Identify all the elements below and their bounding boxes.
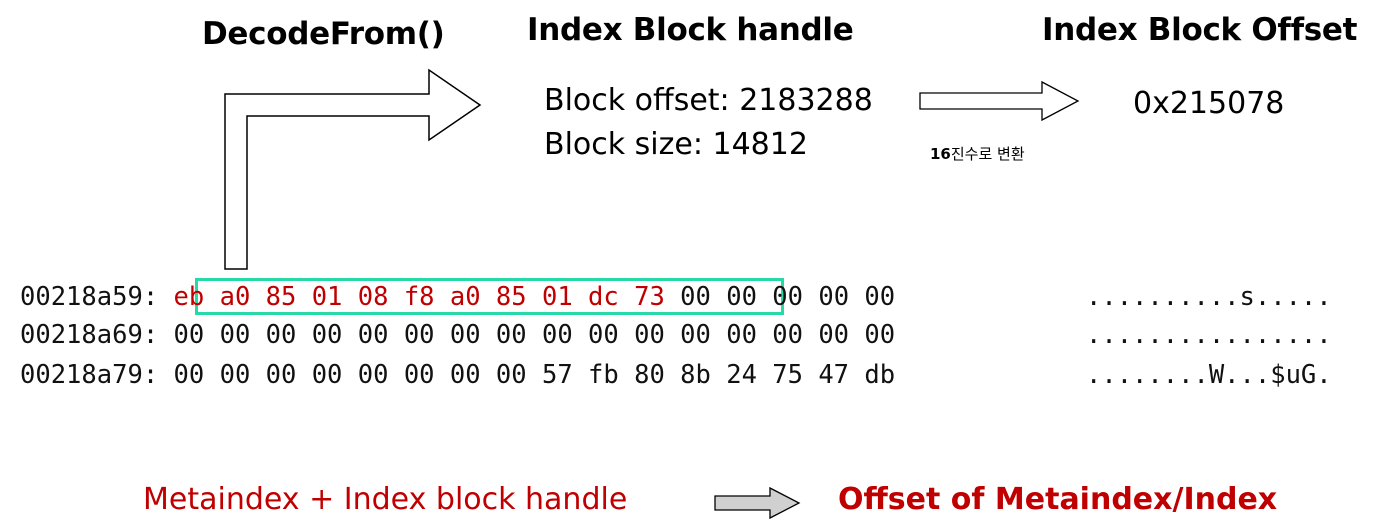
hexdump-address: 00218a59: (20, 282, 159, 312)
hexdump-row: 00218a59: eb a0 85 01 08 f8 a0 85 01 dc … (20, 282, 895, 312)
hexdump-address: 00218a79: (20, 360, 159, 390)
index-block-offset-value: 0x215078 (1133, 86, 1285, 121)
hex-conversion-arrow (919, 80, 1080, 122)
hexdump-bytes: 00 00 00 00 00 (680, 282, 896, 312)
conversion-label: 16진수로 변환 (930, 143, 1025, 164)
hexdump-row: 00218a79: 00 00 00 00 00 00 00 00 57 fb … (20, 360, 895, 390)
index-block-handle-header: Index Block handle (527, 12, 854, 48)
block-offset-line: Block offset: 2183288 (544, 83, 873, 118)
hexdump-highlighted-bytes: eb a0 85 01 08 f8 a0 85 01 dc 73 (173, 282, 665, 312)
hexdump-row: 00218a69: 00 00 00 00 00 00 00 00 00 00 … (20, 320, 895, 350)
highlight-box (195, 278, 784, 315)
hexdump-bytes: 00 00 00 00 00 00 00 00 00 00 00 00 00 0… (173, 320, 896, 350)
conversion-label-text: 진수로 변환 (950, 145, 1025, 163)
conversion-label-number: 16 (930, 145, 951, 163)
block-size-line: Block size: 14812 (544, 127, 808, 162)
footer-left-text: Metaindex + Index block handle (143, 482, 628, 517)
decodefrom-header: DecodeFrom() (202, 16, 445, 52)
hexdump-address: 00218a69: (20, 320, 159, 350)
footer-arrow (714, 486, 801, 520)
footer-right-text: Offset of Metaindex/Index (838, 482, 1278, 517)
decode-elbow-arrow (224, 68, 482, 270)
hexdump-ascii: ................ (1086, 320, 1332, 350)
index-block-offset-header: Index Block Offset (1042, 12, 1358, 48)
hexdump-ascii: ........W...$uG. (1086, 360, 1332, 390)
hexdump-ascii: ..........s..... (1086, 282, 1332, 312)
hexdump-bytes: 00 00 00 00 00 00 00 00 57 fb 80 8b 24 7… (173, 360, 896, 390)
